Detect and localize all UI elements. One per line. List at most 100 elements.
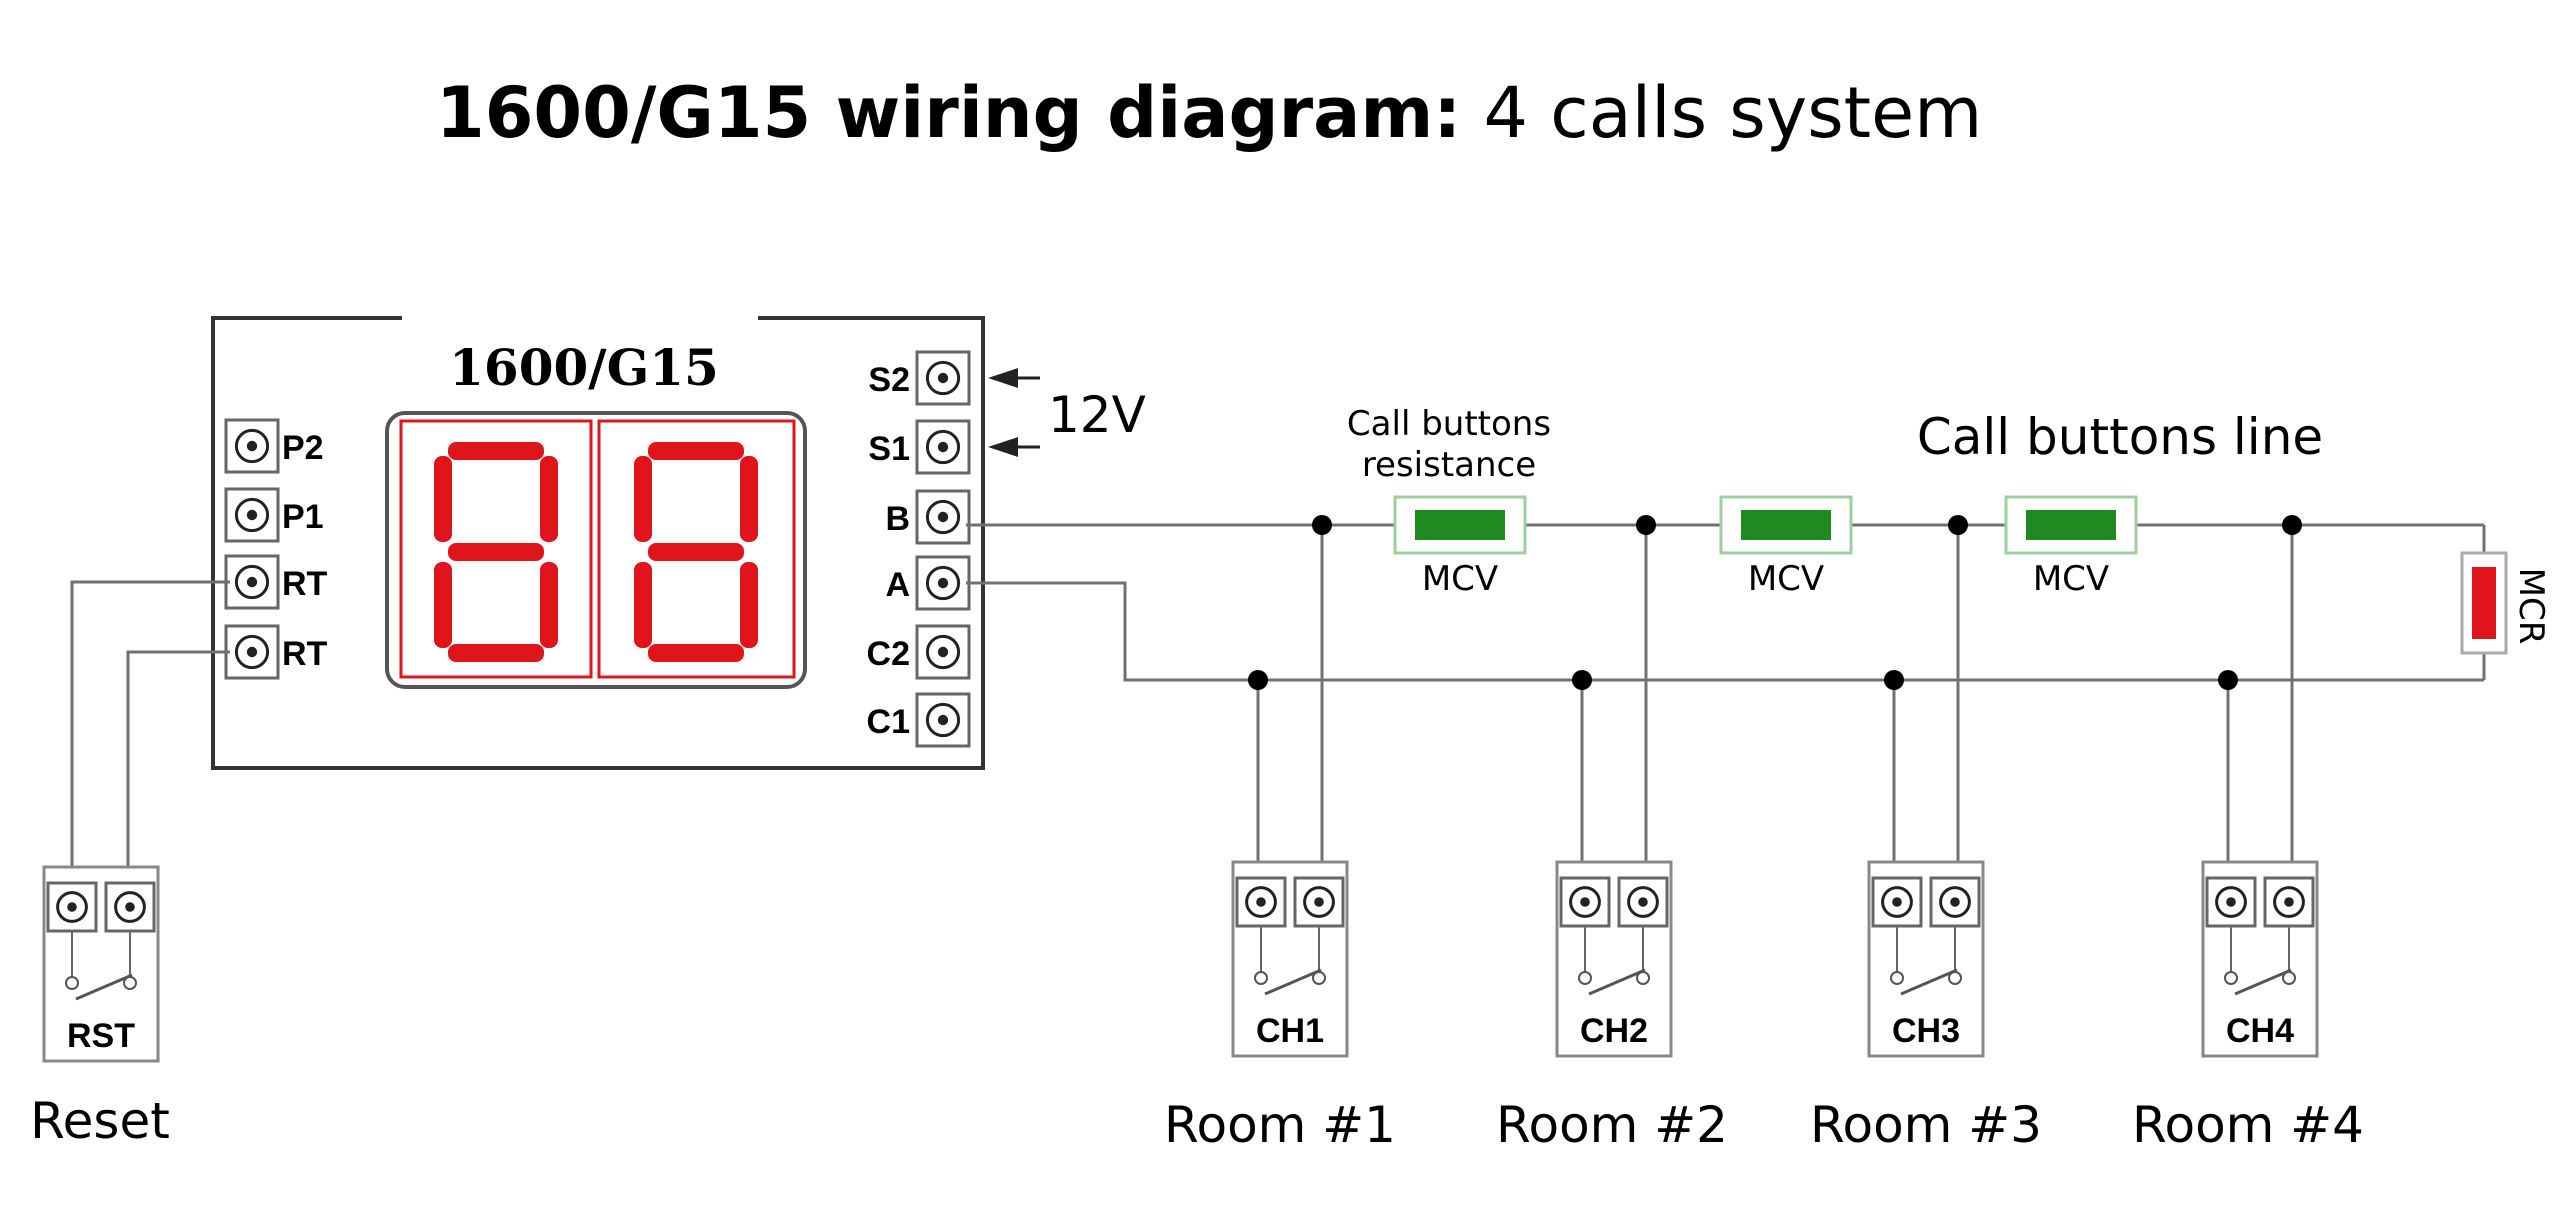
left-terminal-label: RT [282,565,328,603]
room-caption: Room #1 [1164,1096,1396,1154]
screw-terminal [1871,876,1923,928]
room-wires [1248,515,2302,890]
screw-terminal [2263,876,2315,928]
segment [648,442,744,460]
mcr-resistor: MCR [2460,551,2551,655]
mcr-body [2472,567,2496,639]
segment [634,562,652,648]
call-line-label: Call buttons line [1917,408,2323,466]
mcv-label: MCV [2033,559,2109,599]
mcv-label: MCV [1422,559,1498,599]
mcv-body [2026,510,2116,540]
left-terminal-label: P2 [282,429,324,467]
junction-dot [2282,515,2302,535]
junction-dot [1884,670,1904,690]
call-button-module: CH2 [1555,860,1673,1058]
call-button-module: CH1 [1231,860,1349,1058]
screw-terminal [224,624,280,680]
junction-dot [1312,515,1332,535]
segment [540,456,558,542]
room-caption: Room #4 [2132,1096,2364,1154]
segment [648,543,744,561]
room-caption: Room #3 [1810,1096,2042,1154]
screw-terminal [1559,876,1611,928]
mcv-label: MCV [1748,559,1824,599]
segment [448,644,544,662]
segment [648,644,744,662]
screw-terminal [915,692,971,748]
segment [540,562,558,648]
module-label: CH1 [1256,1012,1324,1050]
left-terminal-label: P1 [282,498,324,536]
segment [434,562,452,648]
screw-terminal [2205,876,2257,928]
room-caption: Room #2 [1496,1096,1728,1154]
module-label: CH2 [1580,1012,1648,1050]
call-button-module: CH3 [1867,860,1985,1058]
screw-terminal [915,555,971,611]
reset-button-module: RST [42,865,160,1063]
module-label: CH3 [1892,1012,1960,1050]
mcv-resistor: MCV [1393,495,1527,599]
left-terminal-label: RT [282,635,328,673]
resistance-label-line2: resistance [1362,445,1536,485]
power-label: 12V [1048,386,1146,444]
mcv-resistor: MCV [2004,495,2138,599]
digit-8-right [634,442,758,662]
reset-wires [70,580,230,890]
screw-terminal [224,418,280,474]
mcv-body [1741,510,1831,540]
power-arrows [988,368,1040,457]
screw-terminal [104,881,156,933]
title-bold: 1600/G15 wiring diagram: [436,72,1461,154]
right-terminal-label: C1 [867,703,910,741]
junction-dot [1636,515,1656,535]
segment [740,456,758,542]
screw-terminal [224,554,280,610]
right-terminal-label: A [885,566,910,604]
mcv-body [1415,510,1505,540]
digit-8-left [434,442,558,662]
mcv-resistors: MCV MCV MCV [1393,495,2138,599]
call-button-module: CH4 [2201,860,2319,1058]
segment [448,442,544,460]
screw-terminal [1235,876,1287,928]
junction-dot [1948,515,1968,535]
right-terminal-label: S1 [868,430,910,468]
reset-module: RST [42,865,160,1063]
screw-terminal [1617,876,1669,928]
right-terminal-label: S2 [868,361,910,399]
right-terminal-label: B [885,500,910,538]
reset-caption: Reset [30,1092,170,1150]
mcr-label: MCR [2511,568,2551,645]
title-normal: 4 calls system [1461,72,1982,154]
segment [434,456,452,542]
screw-terminal [915,350,971,406]
screw-terminal [224,487,280,543]
seven-segment-display [385,411,807,689]
segment [740,562,758,648]
right-terminal-label: C2 [867,635,910,673]
segment [634,456,652,542]
screw-terminal [1293,876,1345,928]
junction-dot [1248,670,1268,690]
module-label: CH4 [2226,1012,2294,1050]
junction-dot [2218,670,2238,690]
screw-terminal [915,489,971,545]
screw-terminal [1929,876,1981,928]
device-name: 1600/G15 [449,338,719,397]
resistance-label-line1: Call buttons [1347,404,1551,444]
screw-terminal [915,419,971,475]
screw-terminal [915,624,971,680]
mcv-resistor: MCV [1719,495,1853,599]
segment [448,543,544,561]
screw-terminal [46,881,98,933]
diagram-title: 1600/G15 wiring diagram: 4 calls system [436,72,1982,154]
module-label: RST [67,1017,135,1055]
junction-dot [1572,670,1592,690]
